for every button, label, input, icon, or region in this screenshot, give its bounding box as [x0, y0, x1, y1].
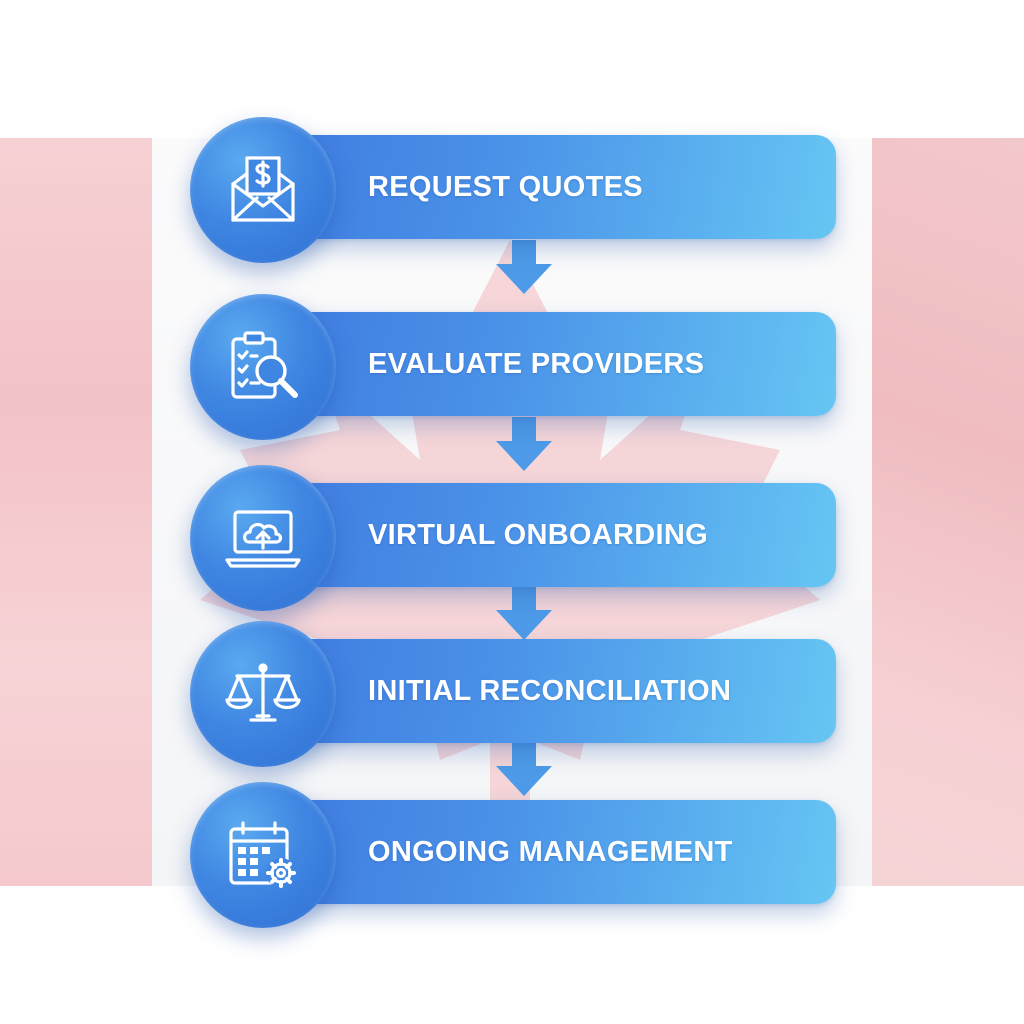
balance-scale-icon — [225, 663, 301, 722]
step-bar — [270, 135, 836, 239]
clipboard-magnifier-icon — [231, 331, 298, 399]
down-arrow-connector — [496, 586, 552, 640]
down-arrow-connector — [496, 240, 552, 294]
step-initial-reconciliation: INITIAL RECONCILIATION — [190, 621, 850, 771]
step-icon-circle — [190, 294, 336, 440]
step-label: INITIAL RECONCILIATION — [368, 675, 732, 707]
step-evaluate-providers: EVALUATE PROVIDERS — [190, 294, 850, 444]
envelope-dollar-icon — [231, 156, 295, 222]
step-bar — [270, 800, 836, 904]
step-icon-circle — [190, 782, 336, 928]
step-virtual-onboarding: VIRTUAL ONBOARDING — [190, 465, 850, 615]
flag-left-band — [0, 138, 152, 886]
down-arrow-connector — [496, 417, 552, 471]
step-icon-circle — [190, 465, 336, 611]
calendar-gear-icon — [229, 821, 296, 888]
flag-right-band — [872, 138, 1024, 886]
step-bar — [270, 483, 836, 587]
step-label: VIRTUAL ONBOARDING — [368, 519, 708, 551]
step-bar — [270, 639, 836, 743]
step-bar — [270, 312, 836, 416]
step-label: ONGOING MANAGEMENT — [368, 836, 733, 868]
laptop-cloud-upload-icon — [225, 510, 301, 568]
down-arrow-connector — [496, 742, 552, 796]
step-label: EVALUATE PROVIDERS — [368, 348, 705, 380]
step-request-quotes: REQUEST QUOTES — [190, 117, 850, 267]
step-ongoing-management: ONGOING MANAGEMENT — [190, 782, 850, 932]
step-icon-circle — [190, 621, 336, 767]
step-icon-circle — [190, 117, 336, 263]
step-label: REQUEST QUOTES — [368, 171, 643, 203]
